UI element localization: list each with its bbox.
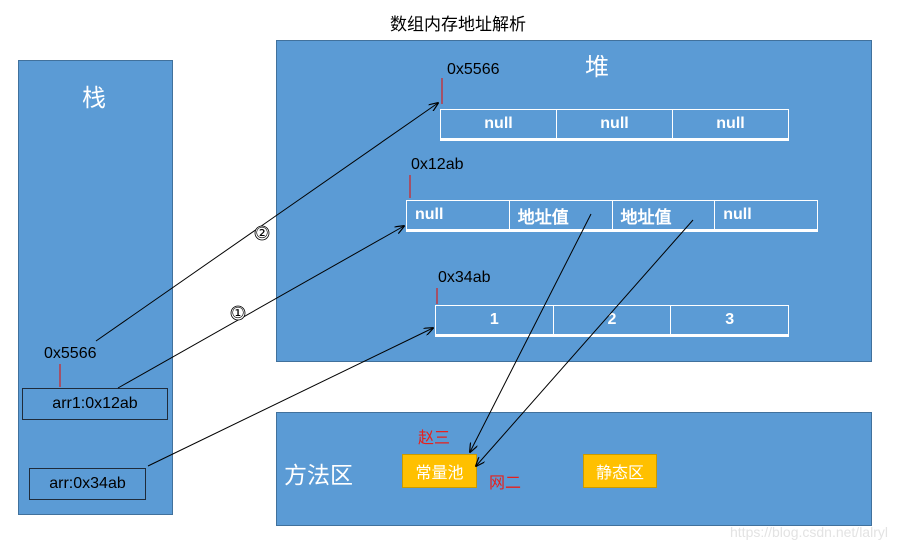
diagram-title: 数组内存地址解析	[390, 15, 526, 35]
method-area-panel	[276, 412, 872, 526]
array-cell: 1	[436, 306, 554, 334]
heap-array-top: null null null	[440, 109, 789, 141]
array-cell: 2	[554, 306, 672, 334]
step1-label: ①	[231, 304, 245, 322]
method-area-title: 方法区	[284, 463, 353, 489]
stack-panel	[18, 60, 173, 515]
heap-array-bottom-address: 0x34ab	[438, 269, 491, 286]
string-wang-label: 网二	[489, 473, 522, 492]
constant-pool-box: 常量池	[402, 454, 477, 488]
array-cell: null	[557, 110, 673, 138]
stack-var-arr: arr:0x34ab	[29, 468, 146, 500]
array-cell: null	[441, 110, 557, 138]
array-cell: null	[716, 115, 745, 132]
heap-array-bottom: 1 2 3	[435, 305, 789, 337]
watermark: https://blog.csdn.net/lalryl	[730, 524, 888, 540]
static-area-box: 静态区	[583, 454, 657, 488]
stack-address-label: 0x5566	[44, 345, 97, 362]
heap-array-mid-address: 0x12ab	[411, 156, 464, 173]
stack-title: 栈	[82, 84, 106, 112]
heap-array-mid: null 地址值 地址值 null	[406, 200, 818, 232]
array-cell: 地址值	[613, 201, 716, 229]
array-cell: null	[407, 201, 510, 229]
heap-array-top-address: 0x5566	[447, 61, 500, 78]
heap-title: 堆	[585, 53, 609, 81]
array-cell: 地址值	[510, 201, 613, 229]
step2-label: ②	[255, 224, 269, 242]
array-cell: null	[723, 206, 752, 223]
stack-var-arr1: arr1:0x12ab	[22, 388, 168, 420]
string-zhao-label: 赵三	[418, 428, 451, 447]
array-cell: 3	[725, 311, 735, 328]
